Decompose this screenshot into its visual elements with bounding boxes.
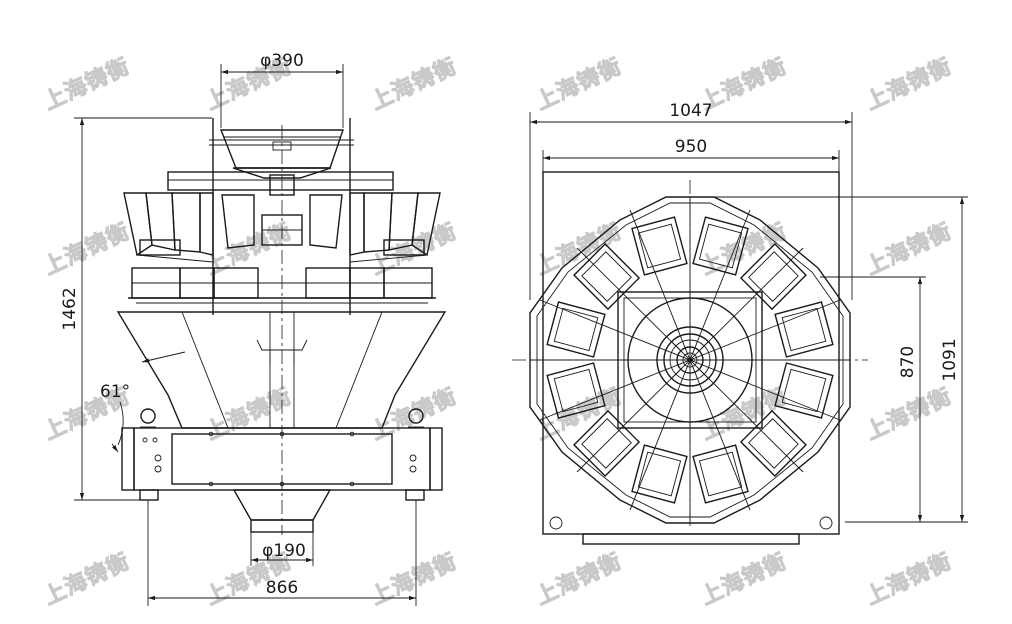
top-base-plate xyxy=(582,533,800,545)
weigh-buckets xyxy=(128,267,436,304)
base-panel xyxy=(171,433,393,485)
radial-spokes xyxy=(530,197,850,523)
watermark: 上海铸衡 xyxy=(862,383,956,445)
dim-front-width: 866 xyxy=(266,578,298,598)
watermark: 上海铸衡 xyxy=(862,548,956,610)
dim-top-inlet: φ390 xyxy=(260,51,304,71)
watermark: 上海铸衡 xyxy=(697,548,791,610)
dim-top-depth-inner: 870 xyxy=(898,346,918,378)
watermark: 上海铸衡 xyxy=(367,383,461,445)
watermark: 上海铸衡 xyxy=(367,548,461,610)
watermark: 上海铸衡 xyxy=(367,53,461,115)
watermark: 上海铸衡 xyxy=(40,218,134,280)
top-cone xyxy=(232,167,332,179)
watermark: 上海铸衡 xyxy=(40,548,134,610)
watermark: 上海铸衡 xyxy=(532,53,626,115)
linear-feed-pans xyxy=(167,171,394,191)
top-cone-outer xyxy=(627,297,753,423)
top-cone-inner xyxy=(656,326,724,394)
dim-top-depth-outer: 1091 xyxy=(940,338,960,381)
watermark: 上海铸衡 xyxy=(532,548,626,610)
top-bucket-ring xyxy=(546,216,834,504)
watermark: 上海铸衡 xyxy=(40,53,134,115)
watermark: 上海铸衡 xyxy=(697,383,791,445)
feed-buckets-right xyxy=(349,192,441,263)
feed-buckets-left xyxy=(123,192,214,263)
dim-top-overall-width: 1047 xyxy=(669,101,712,121)
watermark-layer: 上海铸衡 上海铸衡 上海铸衡 上海铸衡 上海铸衡 上海铸衡 上海铸衡 上海铸衡 … xyxy=(39,53,956,611)
front-view: φ390 1462 61° φ190 866 xyxy=(60,51,447,606)
dim-outlet: φ190 xyxy=(262,541,306,561)
dim-chute-angle: 61° xyxy=(100,382,130,402)
watermark: 上海铸衡 xyxy=(862,53,956,115)
dim-top-frame-width: 950 xyxy=(675,137,707,157)
top-view: 1047 950 1091 870 xyxy=(512,101,968,545)
cone-rib-pattern xyxy=(664,334,716,386)
watermark: 上海铸衡 xyxy=(862,218,956,280)
dim-front-height: 1462 xyxy=(60,287,80,330)
